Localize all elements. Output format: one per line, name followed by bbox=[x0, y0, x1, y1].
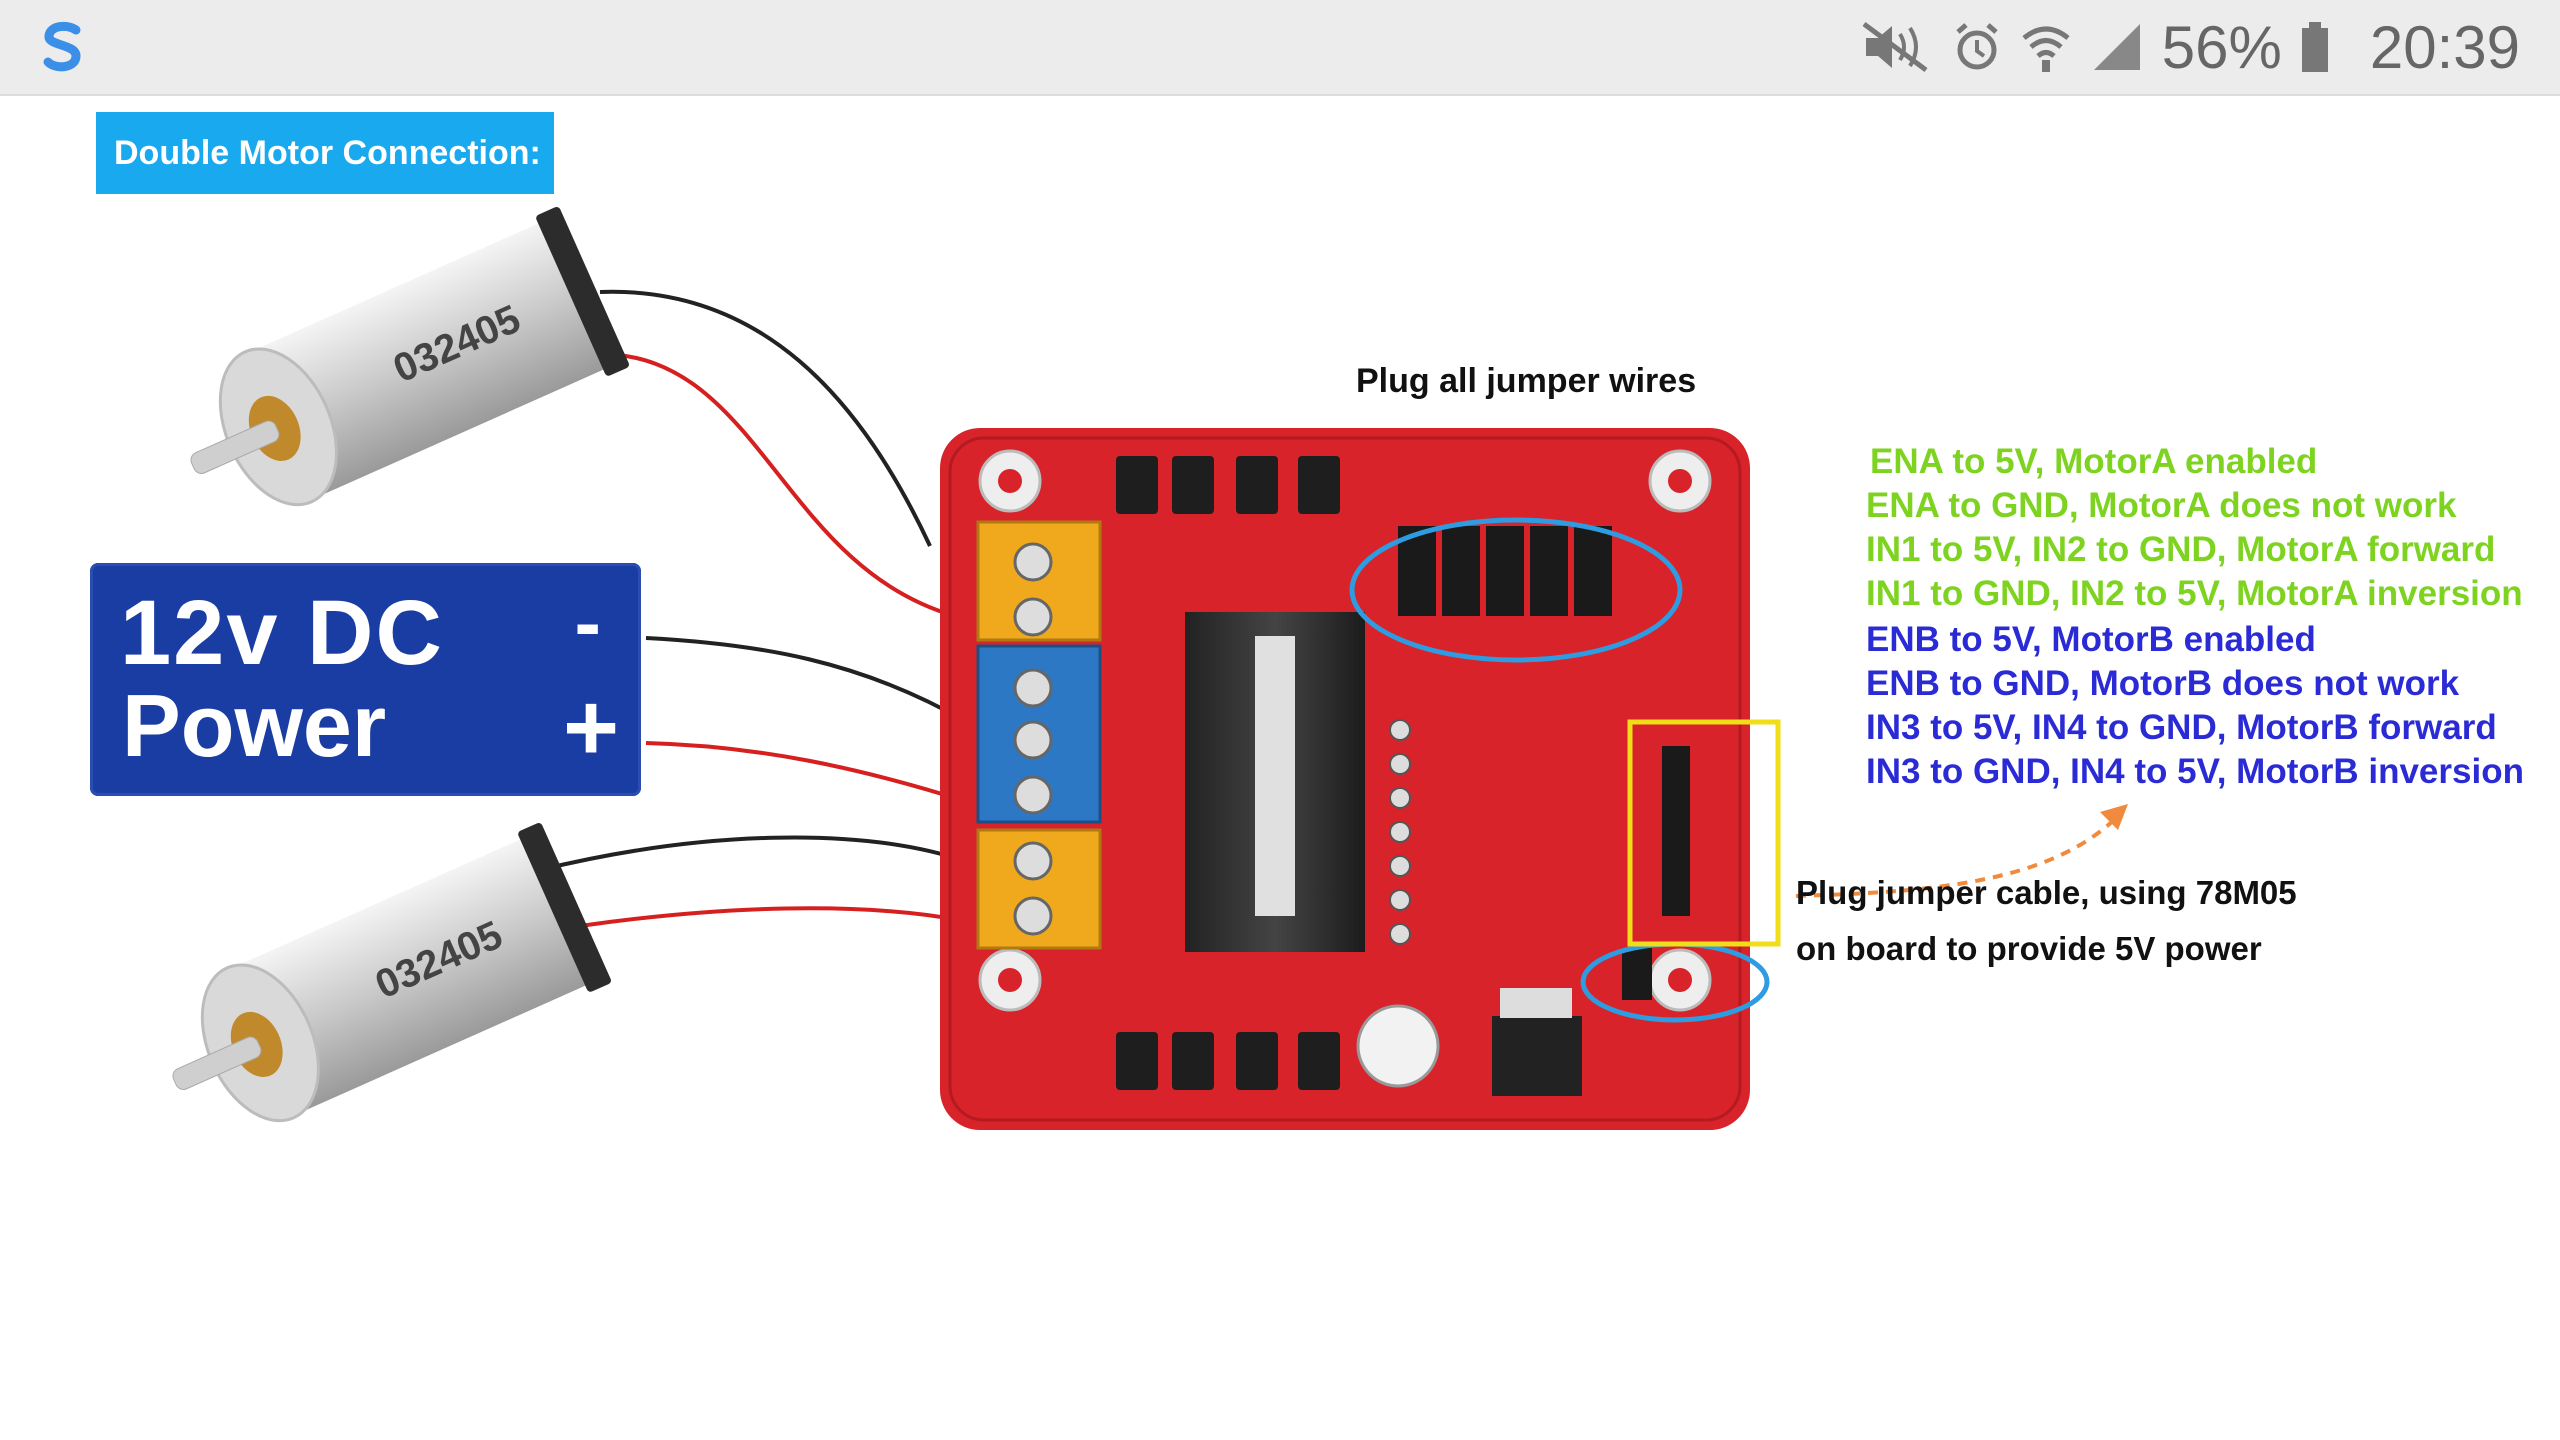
power-plus-sign: + bbox=[562, 674, 619, 781]
battery-icon bbox=[2301, 22, 2328, 72]
note-in3-gnd: IN3 to GND, IN4 to 5V, MotorB inversion bbox=[1866, 752, 2524, 791]
l298n-board bbox=[940, 428, 1750, 1130]
motor-b: 032405 bbox=[172, 822, 611, 1123]
note-enb-5v: ENB to 5V, MotorB enabled bbox=[1866, 620, 2316, 659]
power-label-box: 12v DC Power - + bbox=[90, 563, 641, 796]
motor-a: 032405 bbox=[190, 206, 629, 507]
note-in1-gnd: IN1 to GND, IN2 to 5V, MotorA inversion bbox=[1866, 574, 2523, 613]
jumper-header-side bbox=[1662, 746, 1690, 916]
status-icons: 56% 20:39 bbox=[1860, 0, 2520, 94]
wire-power-red bbox=[645, 741, 966, 803]
note-ena-gnd: ENA to GND, MotorA does not work bbox=[1866, 486, 2457, 525]
power-minus-sign: - bbox=[574, 578, 601, 667]
wire-power-black bbox=[645, 636, 966, 723]
wire-motor-a-red bbox=[599, 352, 956, 618]
regulator-78m05 bbox=[1492, 1016, 1582, 1096]
note-ena-5v: ENA to 5V, MotorA enabled bbox=[1870, 442, 2318, 481]
jumper-wires-label: Plug all jumper wires bbox=[1356, 362, 1697, 400]
dashed-arrow bbox=[1795, 812, 2122, 898]
highlight-side-header bbox=[1627, 719, 1781, 947]
wiring-scene: 032405 032405 bbox=[172, 206, 2128, 1130]
wire-motor-b-black bbox=[539, 835, 966, 872]
mute-icon bbox=[1862, 21, 1928, 73]
note-enb-gnd: ENB to GND, MotorB does not work bbox=[1866, 664, 2460, 703]
note-in3-5v: IN3 to 5V, IN4 to GND, MotorB forward bbox=[1866, 708, 2497, 747]
wifi-icon bbox=[2022, 26, 2070, 72]
clock: 20:39 bbox=[2369, 13, 2520, 81]
power-voltage-text: 12v DC bbox=[120, 582, 444, 684]
jumper-cable-label-line2: on board to provide 5V power bbox=[1796, 930, 2262, 967]
wire-motor-a-black bbox=[599, 289, 932, 547]
diagram-image: 032405 032405 bbox=[0, 96, 2560, 1440]
wire-motor-b-red bbox=[579, 906, 966, 928]
jumper-header-top bbox=[1398, 526, 1612, 616]
note-in1-5v: IN1 to 5V, IN2 to GND, MotorA forward bbox=[1866, 530, 2496, 569]
alarm-icon bbox=[1956, 23, 1998, 70]
battery-percent: 56% bbox=[2161, 13, 2282, 81]
app-logo-icon[interactable] bbox=[30, 14, 96, 80]
jumper-cable-label-line1: Plug jumper cable, using 78M05 bbox=[1796, 874, 2297, 911]
power-text: Power bbox=[122, 676, 387, 775]
highlight-top-jumpers bbox=[1349, 517, 1683, 663]
diagram-title: Double Motor Connection: bbox=[96, 112, 554, 194]
status-bar: 56% 20:39 bbox=[0, 0, 2560, 96]
signal-icon bbox=[2093, 24, 2140, 70]
